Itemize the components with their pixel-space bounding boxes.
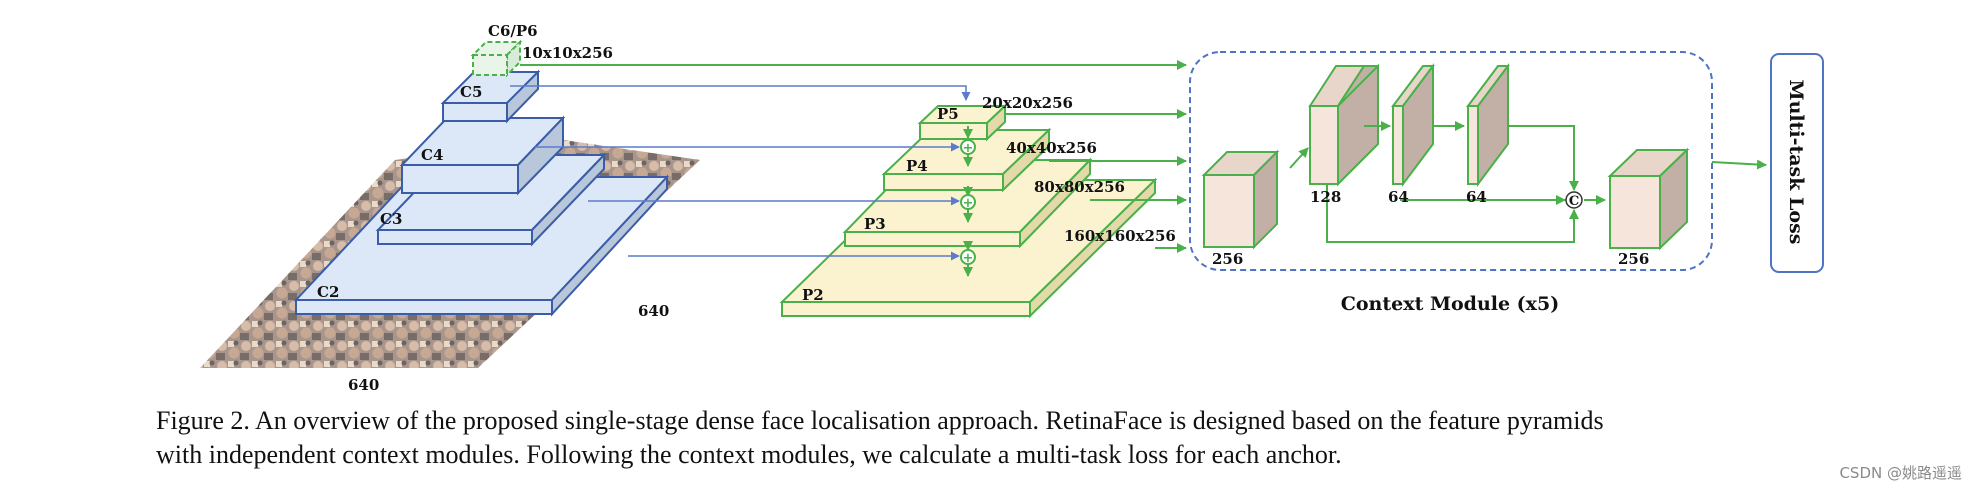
concat-node: C <box>1565 191 1583 209</box>
multi-task-loss-label: Multi-task Loss <box>1785 80 1807 245</box>
svg-text:+: + <box>963 251 974 266</box>
ctx-64a-label: 64 <box>1388 188 1409 206</box>
context-branch-64a <box>1391 63 1435 187</box>
ctx-in-256-label: 256 <box>1212 250 1243 268</box>
p5-label: P5 <box>937 105 959 123</box>
c4-label: C4 <box>421 146 443 164</box>
context-inputs <box>520 60 1187 253</box>
width-640-label: 640 <box>638 302 669 320</box>
context-module-title: Context Module (x5) <box>1341 293 1559 315</box>
p3-label: P3 <box>864 215 886 233</box>
watermark: CSDN @姚路遥遥 <box>1839 464 1962 482</box>
ctx-out-256-label: 256 <box>1618 250 1649 268</box>
add-node-p4: + <box>960 139 976 156</box>
ctx-128-label: 128 <box>1310 188 1341 206</box>
context-module: C 256 128 64 64 256 <box>1189 51 1713 271</box>
c5-label: C5 <box>460 83 482 101</box>
multi-task-loss-box: Multi-task Loss <box>1770 53 1824 273</box>
p3-dim-label: 80x80x256 <box>1034 178 1125 196</box>
p2-label: P2 <box>802 286 824 304</box>
add-node-p3: + <box>960 194 976 211</box>
p5-dim-label: 20x20x256 <box>982 94 1073 112</box>
context-internal-arrows <box>1289 121 1606 243</box>
feature-pyramid: P5 P4 P3 P2 20x20x256 40x40x256 80x80x25… <box>779 94 1176 319</box>
c2-label: C2 <box>317 283 339 301</box>
svg-text:+: + <box>963 196 974 211</box>
c6p6-label: C6/P6 <box>488 22 538 40</box>
backbone-pyramid: C6/P6 C5 C4 C3 C2 10x10x256 640 640 <box>293 22 669 394</box>
c3-label: C3 <box>380 210 402 228</box>
svg-text:C: C <box>1569 194 1579 209</box>
c6-dim-label: 10x10x256 <box>522 44 613 62</box>
p2-dim-label: 160x160x256 <box>1064 227 1176 245</box>
ctx-64b-label: 64 <box>1466 188 1487 206</box>
p4-dim-label: 40x40x256 <box>1006 139 1097 157</box>
caption-line-1: Figure 2. An overview of the proposed si… <box>156 406 1604 435</box>
loss-arrow <box>1711 159 1767 170</box>
figure-caption: Figure 2. An overview of the proposed si… <box>156 404 1916 472</box>
context-branch-64b <box>1466 63 1510 187</box>
svg-text:+: + <box>963 141 974 156</box>
c6-slab <box>470 39 523 78</box>
context-branch-128 <box>1308 63 1379 187</box>
caption-line-2: with independent context modules. Follow… <box>156 440 1342 469</box>
context-output-box <box>1607 147 1690 251</box>
c5-slab <box>440 69 541 124</box>
p4-label: P4 <box>906 157 928 175</box>
c4-slab <box>399 115 566 196</box>
depth-640-label: 640 <box>348 376 379 394</box>
add-node-p2: + <box>960 249 976 266</box>
context-input-box <box>1201 149 1280 250</box>
lateral-connections <box>510 85 971 261</box>
